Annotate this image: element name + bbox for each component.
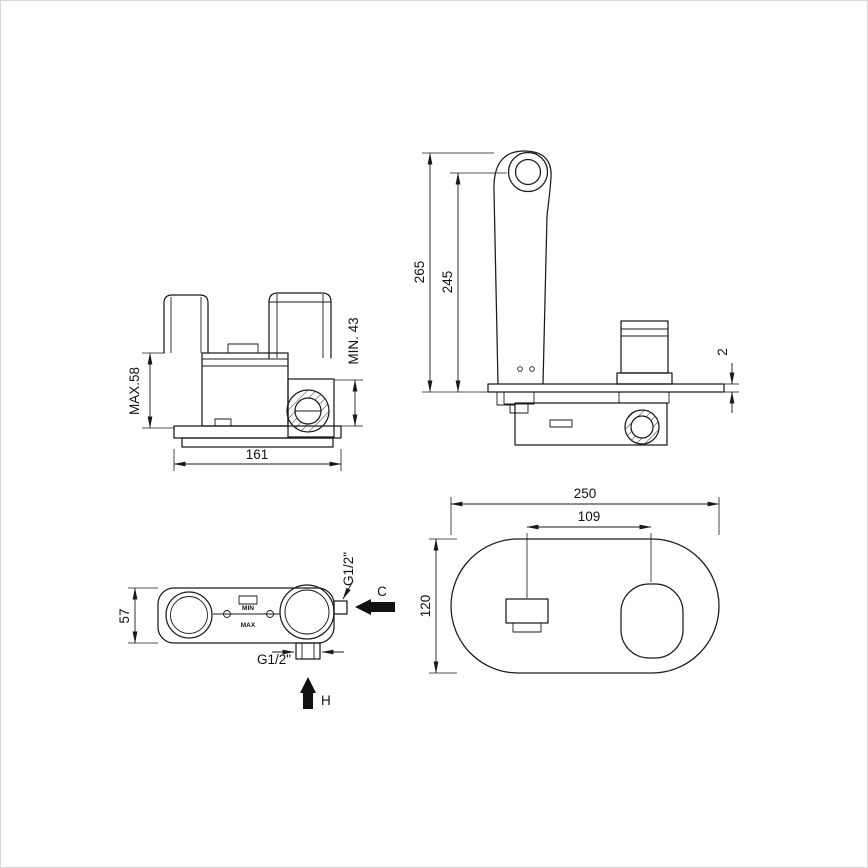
valve-back-view: MIN MAX 57 G1/2" C G1/2" H <box>117 552 395 709</box>
spout-side-view: 265 245 2 <box>412 150 739 446</box>
dim-250-label: 250 <box>574 486 597 501</box>
dim-57-label: 57 <box>117 608 132 623</box>
thread-bottom-label: G1/2" <box>257 652 291 667</box>
cold-label: C <box>377 584 387 599</box>
dim-161-label: 161 <box>246 447 269 462</box>
valve-side-view: MAX.58 MIN. 43 161 <box>127 292 363 471</box>
dim-max58-label: MAX.58 <box>127 367 142 415</box>
dim-245-label: 245 <box>440 271 455 294</box>
thread-side-label: G1/2" <box>341 552 356 586</box>
hot-arrow-icon <box>300 677 316 709</box>
hot-label: H <box>321 693 331 708</box>
dim-2-label: 2 <box>715 348 730 356</box>
dim-120-label: 120 <box>418 595 433 618</box>
plate-front-view: 250 109 120 <box>418 486 720 674</box>
cartridge-min-label: MIN <box>242 605 254 612</box>
cold-arrow-icon <box>355 599 395 615</box>
dim-109-label: 109 <box>578 509 601 524</box>
dim-min43-label: MIN. 43 <box>346 317 361 364</box>
cartridge-max-label: MAX <box>241 622 256 629</box>
dim-265-label: 265 <box>412 261 427 284</box>
